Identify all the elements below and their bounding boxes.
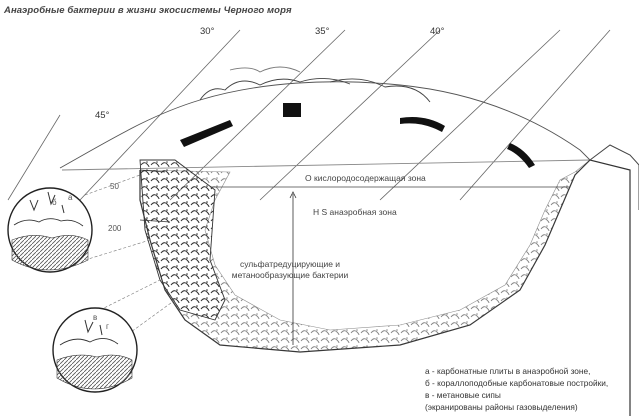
oxygen-zone-label: О кислородосодержащая зона [305,173,426,183]
inset-marker-b: б [52,198,57,207]
latitude-line-45-left [7,114,61,201]
depth-label-200: 200 [108,224,122,233]
latitude-label-45: 45° [95,110,110,121]
surface-features [180,103,535,168]
latitude-label-40: 40° [430,26,445,37]
right-coast [589,144,639,210]
slope-column [139,159,226,321]
sea-surface-map [59,66,591,171]
inset-circle-top [7,187,93,273]
anaerobic-zone-label: H S анаэробная зона [313,207,397,217]
latitude-line-40b [379,29,561,201]
inset-circle-bottom [52,307,138,393]
inset-marker-a: а [68,193,73,202]
inset-marker-c: в [93,313,98,322]
depth-label-50: 50 [110,182,119,191]
latitude-line-40 [259,29,441,201]
legend-item-c: в - метановые сипы [425,390,501,400]
diagram-title: Анаэробные бактерии в жизни экосистемы Ч… [4,5,292,16]
legend: а - карбонатные плиты в анаэробной зоне,… [425,365,608,413]
latitude-label-35: 35° [315,26,330,37]
bacteria-label-line-1: сульфатредуцирующие и [239,259,341,269]
legend-item-a: а - карбонатные плиты в анаэробной зоне, [425,366,591,376]
latitude-line-45 [459,29,611,201]
legend-item-d: (экранированы районы газовыделения) [425,402,578,412]
bacteria-label: сульфатредуцирующие и метанообразующие б… [225,259,355,281]
latitude-label-30: 30° [200,26,215,37]
legend-item-b: б - кораллоподобные карбонатовые построй… [425,378,609,388]
inset-marker-d: г [106,322,109,331]
bacteria-label-line-2: метанообразующие бактерии [231,270,349,280]
